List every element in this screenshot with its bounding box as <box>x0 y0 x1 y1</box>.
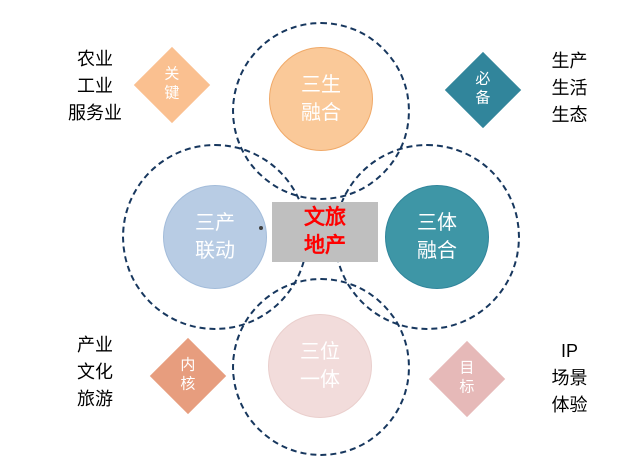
label-industry-culture-tourism: 产业 文化 旅游 <box>77 335 113 409</box>
circle-bottom-label: 三位 一体 <box>300 341 340 391</box>
center-title-label: 文旅 地产 <box>304 205 346 257</box>
center-title-box: 文旅 地产 <box>272 202 378 262</box>
label-production-life-ecology: 生产 生活 生态 <box>551 51 588 125</box>
diamond-core: 内 核 <box>149 337 227 415</box>
circle-left-label: 三产 联动 <box>195 212 235 262</box>
diamond-goal: 目 标 <box>428 340 506 418</box>
circle-sansheng-ronghe: 三生 融合 <box>269 47 373 151</box>
label-industries: 农业 工业 服务业 <box>68 49 122 123</box>
dashed-circle-top <box>232 22 410 200</box>
label-ip-scene-experience: IP 场景 体验 <box>551 341 588 415</box>
circle-santi-ronghe: 三体 融合 <box>385 185 489 289</box>
circle-right-label: 三体 融合 <box>417 212 457 262</box>
diamond-goal-label: 目 标 <box>459 360 475 396</box>
bullet-dot <box>259 226 263 230</box>
dashed-circle-bottom <box>232 278 410 456</box>
circle-sanchan-liandong: 三产 联动 <box>163 185 267 289</box>
circle-top-label: 三生 融合 <box>301 74 341 124</box>
diamond-core-label: 内 核 <box>180 357 196 393</box>
diamond-required: 必 备 <box>444 51 522 129</box>
circle-sanwei-yiti: 三位 一体 <box>268 314 372 418</box>
diamond-required-label: 必 备 <box>475 71 491 107</box>
diamond-key-label: 关 键 <box>164 66 180 102</box>
diamond-key: 关 键 <box>133 46 211 124</box>
